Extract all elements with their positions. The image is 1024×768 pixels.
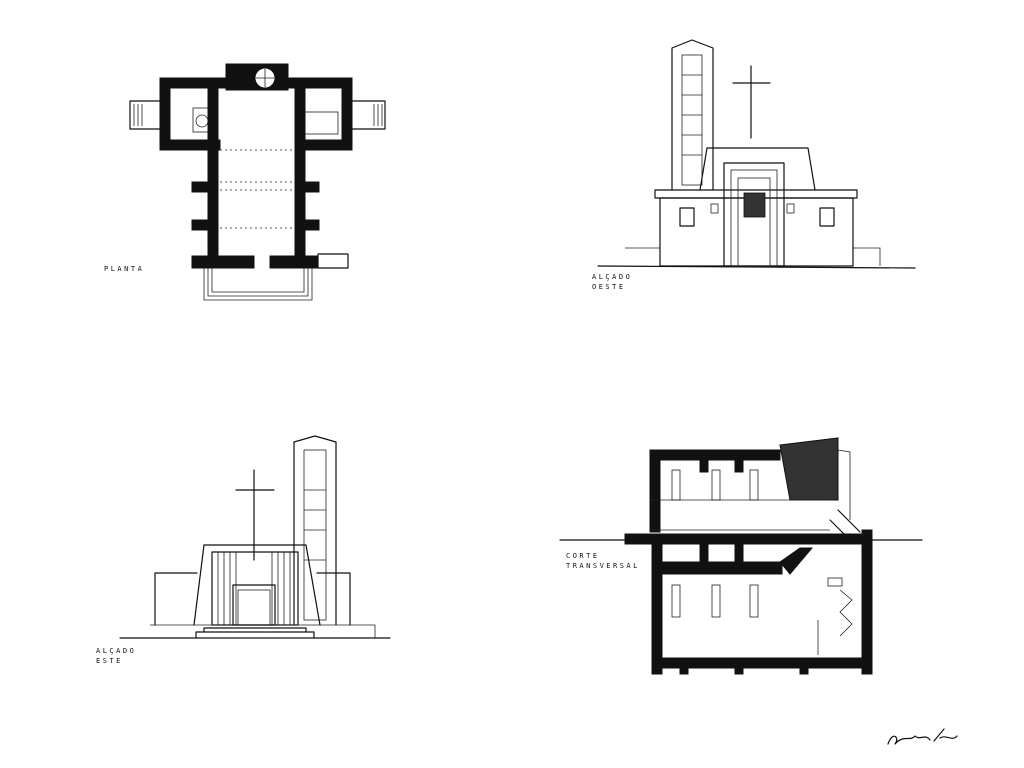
west-elevation-drawing xyxy=(597,39,916,269)
east-elevation-label-line-1: ALÇADO xyxy=(96,647,137,655)
west-elevation-label: ALÇADO OESTE xyxy=(592,272,632,292)
east-elevation-drawing xyxy=(119,435,391,639)
section-drawing xyxy=(559,437,923,675)
section-label-line-1: CORTE xyxy=(566,552,600,560)
section-label-line-2: TRANSVERSAL xyxy=(566,562,640,570)
section-label: CORTE TRANSVERSAL xyxy=(566,551,640,571)
east-elevation-label: ALÇADO ESTE xyxy=(96,646,136,666)
west-elevation-label-line-2: OESTE xyxy=(592,283,626,291)
architect-signature xyxy=(887,728,958,745)
plan-label-line: PLANTA xyxy=(104,265,145,273)
east-elevation-label-line-2: ESTE xyxy=(96,657,123,665)
west-elevation-label-line-1: ALÇADO xyxy=(592,273,633,281)
plan-label: PLANTA xyxy=(104,264,144,274)
plan-drawing xyxy=(129,63,386,301)
